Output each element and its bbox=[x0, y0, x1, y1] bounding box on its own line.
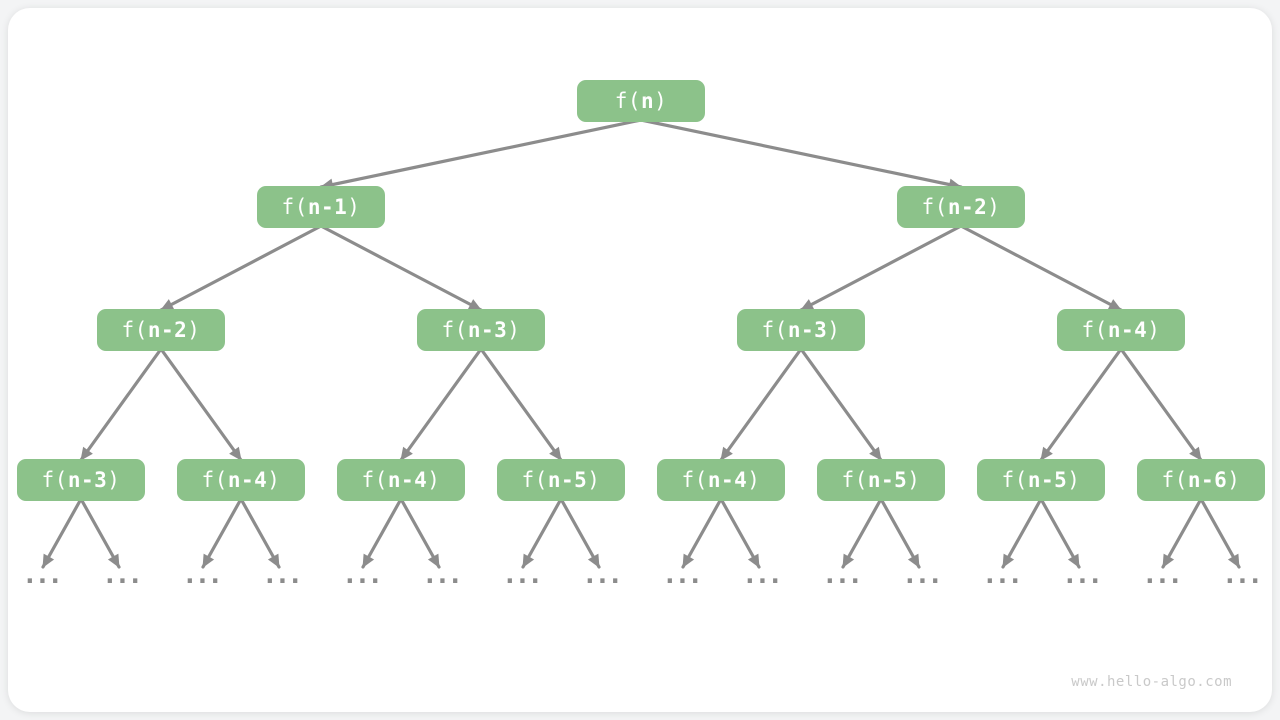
node-label-pre: f( bbox=[201, 468, 228, 492]
ellipsis-leaf: ... bbox=[1062, 560, 1103, 590]
ellipsis-leaf: ... bbox=[1142, 560, 1183, 590]
node-label-bold: n-2 bbox=[147, 318, 188, 342]
watermark: www.hello-algo.com bbox=[1071, 674, 1232, 690]
tree-node-n11: f(n-4) bbox=[657, 459, 785, 501]
tree-node-n1: f(n-1) bbox=[257, 186, 385, 228]
recursion-tree: f(n)f(n-1)f(n-2)f(n-2)f(n-3)f(n-3)f(n-4)… bbox=[8, 8, 1272, 712]
node-label-post: ) bbox=[187, 318, 201, 342]
node-label-pre: f( bbox=[681, 468, 708, 492]
node-label-post: ) bbox=[427, 468, 441, 492]
tree-node-n8: f(n-4) bbox=[177, 459, 305, 501]
node-label-bold: n-3 bbox=[787, 318, 828, 342]
node-label-pre: f( bbox=[361, 468, 388, 492]
node-label-post: ) bbox=[1147, 318, 1161, 342]
node-label-pre: f( bbox=[761, 318, 788, 342]
tree-node-n14: f(n-6) bbox=[1137, 459, 1265, 501]
node-label-post: ) bbox=[587, 468, 601, 492]
node-label-post: ) bbox=[747, 468, 761, 492]
tree-node-n3: f(n-2) bbox=[97, 309, 225, 351]
ellipsis-leaf: ... bbox=[342, 560, 383, 590]
node-label-bold: n-4 bbox=[227, 468, 268, 492]
node-label-pre: f( bbox=[441, 318, 468, 342]
node-label-pre: f( bbox=[614, 89, 641, 113]
node-label-post: ) bbox=[107, 468, 121, 492]
node-label-post: ) bbox=[267, 468, 281, 492]
ellipsis-leaf: ... bbox=[182, 560, 223, 590]
node-label-bold: n-1 bbox=[307, 195, 348, 219]
node-label-pre: f( bbox=[41, 468, 68, 492]
tree-node-n6: f(n-4) bbox=[1057, 309, 1185, 351]
node-label-bold: n-3 bbox=[67, 468, 108, 492]
ellipsis-leaf: ... bbox=[422, 560, 463, 590]
ellipsis-leaf: ... bbox=[22, 560, 63, 590]
node-label-pre: f( bbox=[841, 468, 868, 492]
node-label-bold: n-5 bbox=[867, 468, 908, 492]
node-label-pre: f( bbox=[921, 195, 948, 219]
ellipsis-leaf: ... bbox=[1222, 560, 1263, 590]
tree-node-n0: f(n) bbox=[577, 80, 705, 122]
tree-node-n13: f(n-5) bbox=[977, 459, 1105, 501]
tree-node-n7: f(n-3) bbox=[17, 459, 145, 501]
node-label-bold: n-5 bbox=[547, 468, 588, 492]
ellipsis-leaf: ... bbox=[582, 560, 623, 590]
ellipsis-leaf: ... bbox=[662, 560, 703, 590]
ellipsis-leaf: ... bbox=[822, 560, 863, 590]
node-label-post: ) bbox=[987, 195, 1001, 219]
node-label-bold: n-3 bbox=[467, 318, 508, 342]
node-label-post: ) bbox=[907, 468, 921, 492]
node-label-post: ) bbox=[347, 195, 361, 219]
ellipsis-leaf: ... bbox=[102, 560, 143, 590]
node-label-post: ) bbox=[827, 318, 841, 342]
tree-node-n5: f(n-3) bbox=[737, 309, 865, 351]
node-label-pre: f( bbox=[1161, 468, 1188, 492]
node-label-pre: f( bbox=[121, 318, 148, 342]
node-label-post: ) bbox=[1227, 468, 1241, 492]
tree-node-n4: f(n-3) bbox=[417, 309, 545, 351]
ellipsis-leaf: ... bbox=[262, 560, 303, 590]
ellipsis-leaf: ... bbox=[902, 560, 943, 590]
node-label-pre: f( bbox=[521, 468, 548, 492]
node-label-post: ) bbox=[654, 89, 668, 113]
tree-node-n12: f(n-5) bbox=[817, 459, 945, 501]
tree-node-n10: f(n-5) bbox=[497, 459, 625, 501]
node-label-bold: n-4 bbox=[1107, 318, 1148, 342]
node-label-bold: n bbox=[640, 89, 655, 113]
ellipsis-leaf: ... bbox=[982, 560, 1023, 590]
tree-node-n2: f(n-2) bbox=[897, 186, 1025, 228]
node-label-bold: n-6 bbox=[1187, 468, 1228, 492]
tree-node-n9: f(n-4) bbox=[337, 459, 465, 501]
node-label-post: ) bbox=[507, 318, 521, 342]
node-label-post: ) bbox=[1067, 468, 1081, 492]
node-label-pre: f( bbox=[281, 195, 308, 219]
node-label-bold: n-4 bbox=[707, 468, 748, 492]
node-label-pre: f( bbox=[1001, 468, 1028, 492]
ellipsis-leaf: ... bbox=[502, 560, 543, 590]
ellipsis-leaf: ... bbox=[742, 560, 783, 590]
diagram-card: f(n)f(n-1)f(n-2)f(n-2)f(n-3)f(n-3)f(n-4)… bbox=[8, 8, 1272, 712]
node-label-bold: n-2 bbox=[947, 195, 988, 219]
node-label-pre: f( bbox=[1081, 318, 1108, 342]
node-label-bold: n-5 bbox=[1027, 468, 1068, 492]
node-label-bold: n-4 bbox=[387, 468, 428, 492]
